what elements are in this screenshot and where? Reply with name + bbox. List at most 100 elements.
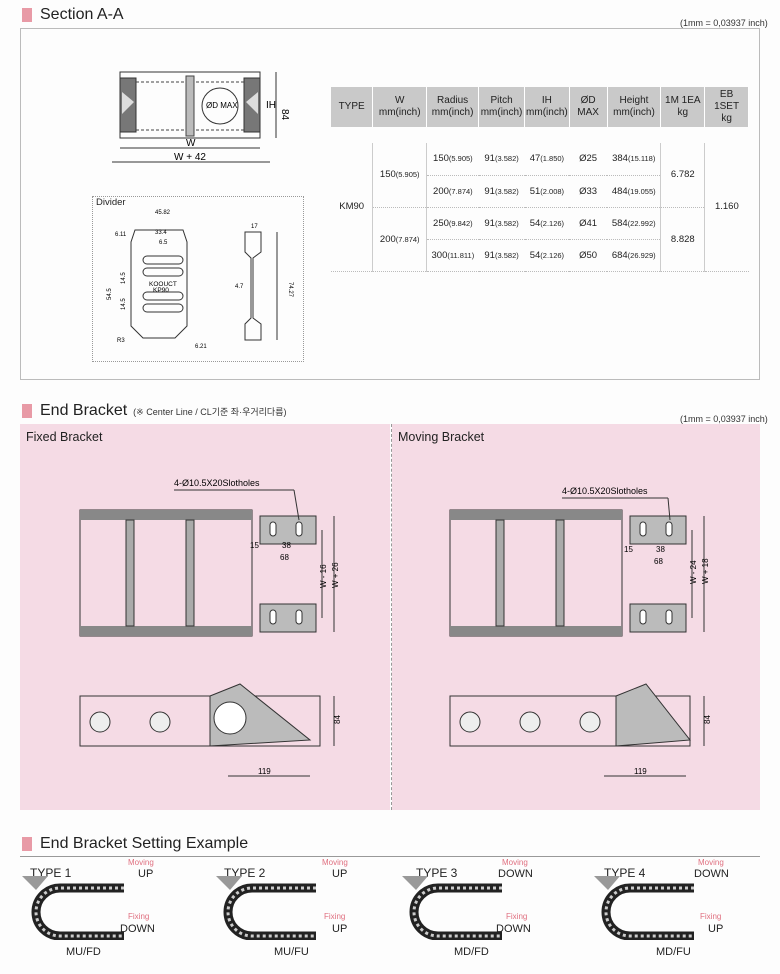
cell-dmax: Ø50 — [569, 239, 608, 272]
fixing-label: Fixing — [700, 912, 722, 921]
cell-dmax: Ø25 — [569, 143, 608, 176]
cell-height: 684(26.929) — [607, 239, 661, 272]
chain-loop-icon — [22, 876, 124, 940]
cell-w-200: 200(7.874) — [372, 207, 427, 272]
cell-ih: 47(1.850) — [524, 143, 570, 176]
dim-6-5: 6.5 — [159, 240, 168, 246]
cell-pitch: 91(3.582) — [478, 175, 525, 208]
divider-logo-2: KP90 — [153, 287, 169, 294]
fixed-d68: 68 — [280, 553, 289, 562]
cell-radius: 200(7.874) — [426, 175, 479, 208]
section-marker — [22, 837, 32, 851]
moving-d38: 38 — [656, 545, 665, 554]
setting-example-title: End Bracket Setting Example — [22, 835, 248, 853]
cell-ih: 54(2.126) — [524, 239, 570, 272]
cell-pitch: 91(3.582) — [478, 207, 525, 240]
cell-type: KM90 — [331, 143, 373, 272]
cell-height: 484(19.055) — [607, 175, 661, 208]
dmax-label: ØD MAX — [206, 101, 238, 110]
moving-dir: DOWN — [498, 868, 533, 880]
divider-box — [92, 196, 304, 362]
w42-label: W + 42 — [174, 152, 206, 163]
dim-33-4: 33.4 — [155, 230, 167, 236]
cell-height: 384(15.118) — [607, 143, 661, 176]
moving-label: Moving — [322, 858, 348, 867]
fixed-slot-label: 4-Ø10.5X20Slotholes — [174, 478, 260, 488]
dim-54-5: 54.5 — [107, 288, 113, 300]
dim-4-7: 4.7 — [235, 284, 244, 290]
type-code: MD/FU — [656, 946, 691, 958]
table-row: 200(7.874) 91(3.582) 51(2.008) Ø33 484(1… — [331, 175, 749, 208]
h84-label: 84 — [279, 109, 290, 121]
moving-bracket-drawing: 4-Ø10.5X20Slotholes 15 38 68 W - 24 W + … — [449, 486, 712, 777]
ih-label: IH — [266, 100, 276, 111]
section-marker — [22, 404, 32, 418]
dim-17: 17 — [251, 224, 258, 230]
dim-14-5b: 14.5 — [121, 298, 127, 310]
cell-dmax: Ø33 — [569, 175, 608, 208]
section-drawing: ØD MAX IH 84 W W + 42 — [112, 71, 290, 163]
moving-dir: DOWN — [694, 868, 729, 880]
cell-pitch: 91(3.582) — [478, 143, 525, 176]
setting-example-rule — [20, 856, 760, 857]
type-code: MU/FU — [274, 946, 309, 958]
moving-bracket-title: Moving Bracket — [398, 430, 485, 444]
fixing-label: Fixing — [506, 912, 528, 921]
type-code: MD/FD — [454, 946, 489, 958]
fixed-d15: 15 — [250, 541, 259, 550]
fixed-h84: 84 — [333, 715, 342, 724]
chain-loop-icon — [402, 876, 502, 940]
fixing-label: Fixing — [324, 912, 346, 921]
cell-radius: 300(11.811) — [426, 239, 479, 272]
cell-radius: 150(5.905) — [426, 143, 479, 176]
fixed-wminus: W - 16 — [319, 564, 328, 588]
cell-kg-eb: 1.160 — [704, 143, 749, 272]
fixed-bracket-title: Fixed Bracket — [26, 430, 103, 444]
fixing-dir: UP — [332, 923, 348, 935]
cell-ih: 51(2.008) — [524, 175, 570, 208]
moving-slot-label: 4-Ø10.5X20Slotholes — [562, 486, 648, 496]
dim-r3: R3 — [117, 338, 125, 344]
cell-dmax: Ø41 — [569, 207, 608, 240]
end-bracket-title: End Bracket (※ Center Line / CL기준 좌·우거리다… — [22, 402, 286, 420]
w-label: W — [186, 138, 196, 149]
chain-loop-icon — [216, 876, 316, 940]
moving-label: Moving — [128, 858, 154, 867]
cell-pitch: 91(3.582) — [478, 239, 525, 272]
panel-divider — [391, 424, 392, 810]
dim-6-11: 6.11 — [115, 232, 127, 238]
cell-ih: 54(2.126) — [524, 207, 570, 240]
moving-d119: 119 — [634, 767, 647, 776]
dim-74-27: 74.27 — [287, 282, 293, 298]
moving-h84: 84 — [703, 715, 712, 724]
fixing-dir: DOWN — [120, 923, 155, 935]
fixed-wplus: W + 26 — [331, 562, 340, 588]
section-a-unit: (1mm = 0,03937 inch) — [680, 18, 768, 28]
fixed-bracket-drawing: 4-Ø10.5X20Slotholes 15 38 68 W - 16 W + … — [79, 478, 342, 777]
dim-14-5a: 14.5 — [121, 272, 127, 284]
fixed-d38: 38 — [282, 541, 291, 550]
section-marker — [22, 8, 32, 22]
type-code: MU/FD — [66, 946, 101, 958]
fixed-d119: 119 — [258, 767, 271, 776]
divider-logo-1: KOOUCT — [149, 281, 177, 288]
th-type: TYPE — [331, 87, 374, 127]
cell-radius: 250(9.842) — [426, 207, 479, 240]
table-row: 200(7.874) 250(9.842) 91(3.582) 54(2.126… — [331, 207, 749, 272]
divider-title: Divider — [96, 197, 126, 208]
section-a-frame — [20, 28, 760, 380]
table-row: KM90 150(5.905) 150(5.905) 91(3.582) 47(… — [331, 143, 749, 272]
section-a-title: Section A-A — [22, 6, 124, 24]
table-row: 300(11.811) 91(3.582) 54(2.126) Ø50 684(… — [331, 239, 749, 272]
chain-loop-icon — [594, 876, 694, 940]
divider-drawing: 45.82 33.4 6.11 6.5 14.5 14.5 54.5 R3 6.… — [107, 210, 293, 350]
end-bracket-unit: (1mm = 0,03937 inch) — [680, 414, 768, 424]
